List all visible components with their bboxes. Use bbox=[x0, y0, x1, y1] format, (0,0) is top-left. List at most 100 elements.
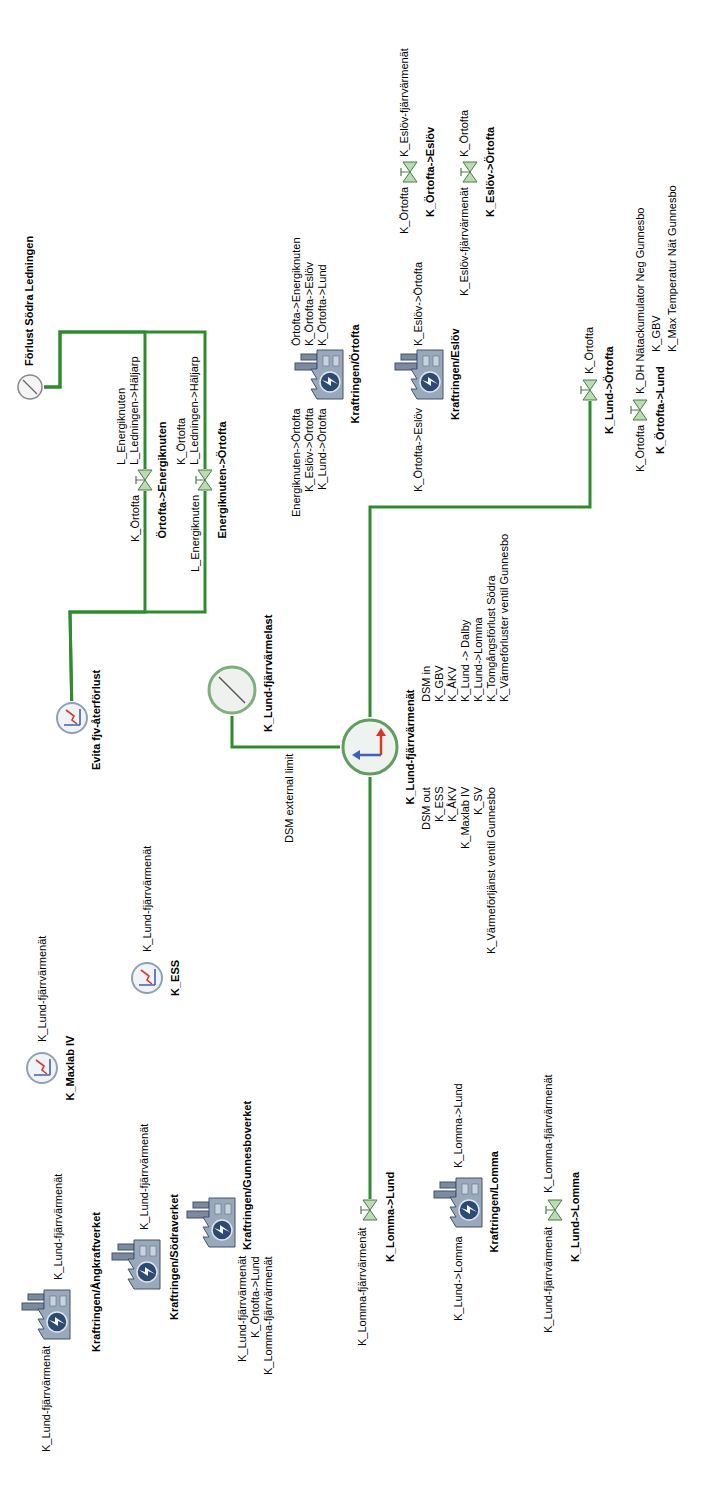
pipe-connector bbox=[70, 491, 145, 701]
plant-icon-drawing bbox=[393, 346, 445, 402]
valve-symbol-drawing bbox=[580, 379, 600, 401]
node-name: Energiknuten->Örtofta bbox=[216, 421, 229, 538]
node-name: K_Lund->Örtofta bbox=[603, 346, 616, 434]
node-name: Örtofta->Energiknuten bbox=[156, 421, 169, 538]
network-node-symbol: K_Lund-fjärrvärmenät bbox=[340, 717, 400, 777]
port-label: K_Lund-fjärrvärmenät bbox=[52, 1174, 65, 1280]
meter-symbol-drawing bbox=[25, 1051, 59, 1085]
port-label: K_ESS bbox=[433, 787, 446, 822]
node-name: K_Eslöv->Örtofta bbox=[484, 127, 497, 217]
port-label: DSM out bbox=[420, 787, 433, 830]
port-label: K_Lomma-fjärrvärmenät bbox=[542, 1074, 555, 1193]
valve-symbol-drawing bbox=[360, 1199, 380, 1221]
network-node-symbol-drawing bbox=[340, 717, 400, 777]
plant-icon-drawing bbox=[293, 346, 345, 402]
port-label: K_Lomma-fjärrvärmenät bbox=[262, 1256, 275, 1375]
plant-icon-drawing bbox=[432, 1174, 484, 1230]
meter-symbol-drawing bbox=[130, 961, 164, 995]
port-label: K_Lomma->Lund bbox=[452, 1083, 465, 1168]
port-label: K_Örtofta->Eslöv bbox=[412, 408, 425, 492]
valve-symbol-drawing bbox=[630, 399, 650, 421]
node-name: K_ESS bbox=[169, 960, 182, 996]
port-label: K_Örtofta->Lund bbox=[316, 264, 329, 346]
valve-symbol: K_Örtofta->Eslöv bbox=[400, 161, 420, 183]
port-label: K_Lund->Örtofta bbox=[316, 408, 329, 490]
plant-icon-drawing bbox=[110, 1236, 162, 1292]
port-label: L_Energiknuten bbox=[115, 388, 128, 465]
port-label: Örtofta->Energiknuten bbox=[290, 237, 303, 346]
pipe-connector bbox=[369, 777, 372, 1199]
port-label: K_Eslöv->Örtofta bbox=[303, 408, 316, 492]
port-label: K_Maxlab IV bbox=[459, 787, 472, 849]
pipe-connector bbox=[232, 716, 340, 747]
node-name: Förlust Södra Ledningen bbox=[23, 236, 36, 366]
valve-symbol: K_Lomma->Lund bbox=[360, 1199, 380, 1221]
node-name: K_Lund-fjärrvärmenät bbox=[404, 690, 417, 805]
port-label: K_Eslöv->Örtofta bbox=[412, 262, 425, 346]
node-name: K_Lund->Lomma bbox=[569, 1172, 582, 1262]
port-label: DSM external limit bbox=[283, 754, 296, 843]
port-label: K_Eslöv-fjärrvärmenät bbox=[458, 187, 471, 296]
port-label: K_Värmeförluster ventil Gunnesbo bbox=[498, 534, 511, 702]
valve-symbol: K_Lund->Örtofta bbox=[580, 379, 600, 401]
node-name: Kraftringen/Örtofta bbox=[349, 325, 362, 424]
valve-symbol: K_Lund->Lomma bbox=[545, 1199, 565, 1221]
valve-symbol-drawing bbox=[195, 469, 215, 491]
valve-symbol-drawing bbox=[400, 161, 420, 183]
port-label: K_Lund-fjärrvärmenät bbox=[138, 1124, 151, 1230]
port-label: K_Tomgångsförlust Södra bbox=[485, 575, 498, 702]
port-label: K_Örtofta bbox=[129, 495, 142, 542]
port-label: K_Lund->Lomma bbox=[472, 617, 485, 702]
pipe-connector bbox=[70, 491, 205, 701]
node-name: K_Örtofta->Lund bbox=[654, 366, 667, 454]
port-label: K_GBV bbox=[433, 665, 446, 702]
port-label: L_Energiknuten bbox=[189, 495, 202, 572]
node-name: Evita fjv-återförlust bbox=[90, 670, 103, 770]
port-label: K_Örtofta->Eslöv bbox=[303, 262, 316, 346]
port-label: K_ÅKV bbox=[446, 667, 459, 702]
meter-symbol-drawing bbox=[55, 701, 89, 735]
meter-symbol: K_ESS bbox=[130, 961, 164, 995]
loss-symbol: Förlust Södra Ledningen bbox=[16, 373, 44, 401]
port-label: K_Örtofta bbox=[175, 418, 188, 465]
port-label: K_DH Nätackumulator Neg Gunnesbo bbox=[634, 208, 647, 394]
port-label: L_Ledningen->Häljarp bbox=[188, 356, 201, 465]
port-label: K_GBV bbox=[650, 315, 663, 352]
valve-symbol-drawing bbox=[135, 469, 155, 491]
port-label: K_Eslöv-fjärrvärmenät bbox=[398, 48, 411, 157]
port-label: K_Lund-fjärrvärmenät bbox=[141, 846, 154, 952]
port-label: Energiknuten->Örtofta bbox=[290, 408, 303, 517]
valve-symbol: Örtofta->Energiknuten bbox=[135, 469, 155, 491]
plant-icon: Kraftringen/Örtofta bbox=[293, 346, 345, 402]
valve-symbol-drawing bbox=[545, 1199, 565, 1221]
port-label: K_Örtofta bbox=[458, 110, 471, 157]
meter-symbol: K_Maxlab IV bbox=[25, 1051, 59, 1085]
port-label: K_ÅKV bbox=[446, 787, 459, 822]
pipe-connector bbox=[370, 401, 590, 717]
meter-symbol: Evita fjv-återförlust bbox=[55, 701, 89, 735]
load-symbol: K_Lund-fjärrvärmelast bbox=[206, 664, 258, 716]
port-label: L_Ledningen->Häljarp bbox=[128, 356, 141, 465]
node-name: Kraftringen/Gunnesboverket bbox=[241, 1101, 254, 1250]
node-name: Kraftringen/Lomma bbox=[488, 1151, 501, 1252]
port-label: K_Värmeförljänst ventil Gunnesbo bbox=[485, 787, 498, 954]
port-label: K_Max Temperatur Nät Gunnesbo bbox=[666, 185, 679, 352]
port-label: K_Lund-fjärrvärmenät bbox=[542, 1227, 555, 1333]
port-label: K_Lund->Lomma bbox=[452, 1236, 465, 1321]
plant-icon: Kraftringen/Lomma bbox=[432, 1174, 484, 1230]
valve-symbol: Energiknuten->Örtofta bbox=[195, 469, 215, 491]
node-name: Kraftringen/Ångkraftverket bbox=[90, 1212, 103, 1352]
plant-icon-drawing bbox=[185, 1194, 237, 1250]
valve-symbol: K_Eslöv->Örtofta bbox=[460, 161, 480, 183]
port-label: DSM in bbox=[420, 666, 433, 702]
node-name: K_Lund-fjärrvärmelast bbox=[262, 615, 275, 732]
plant-icon: Kraftringen/Eslöv bbox=[393, 346, 445, 402]
port-label: K_Örtofta bbox=[634, 425, 647, 472]
node-name: Kraftringen/Eslöv bbox=[449, 328, 462, 420]
valve-symbol: K_Örtofta->Lund bbox=[630, 399, 650, 421]
loss-symbol-drawing bbox=[16, 373, 44, 401]
port-label: K_Lund-fjärrvärmenät bbox=[40, 1346, 53, 1452]
valve-symbol-drawing bbox=[460, 161, 480, 183]
port-label: K_Lomma-fjärrvärmenät bbox=[356, 1227, 369, 1346]
port-label: K_Örtofta->Lund bbox=[249, 1256, 262, 1338]
